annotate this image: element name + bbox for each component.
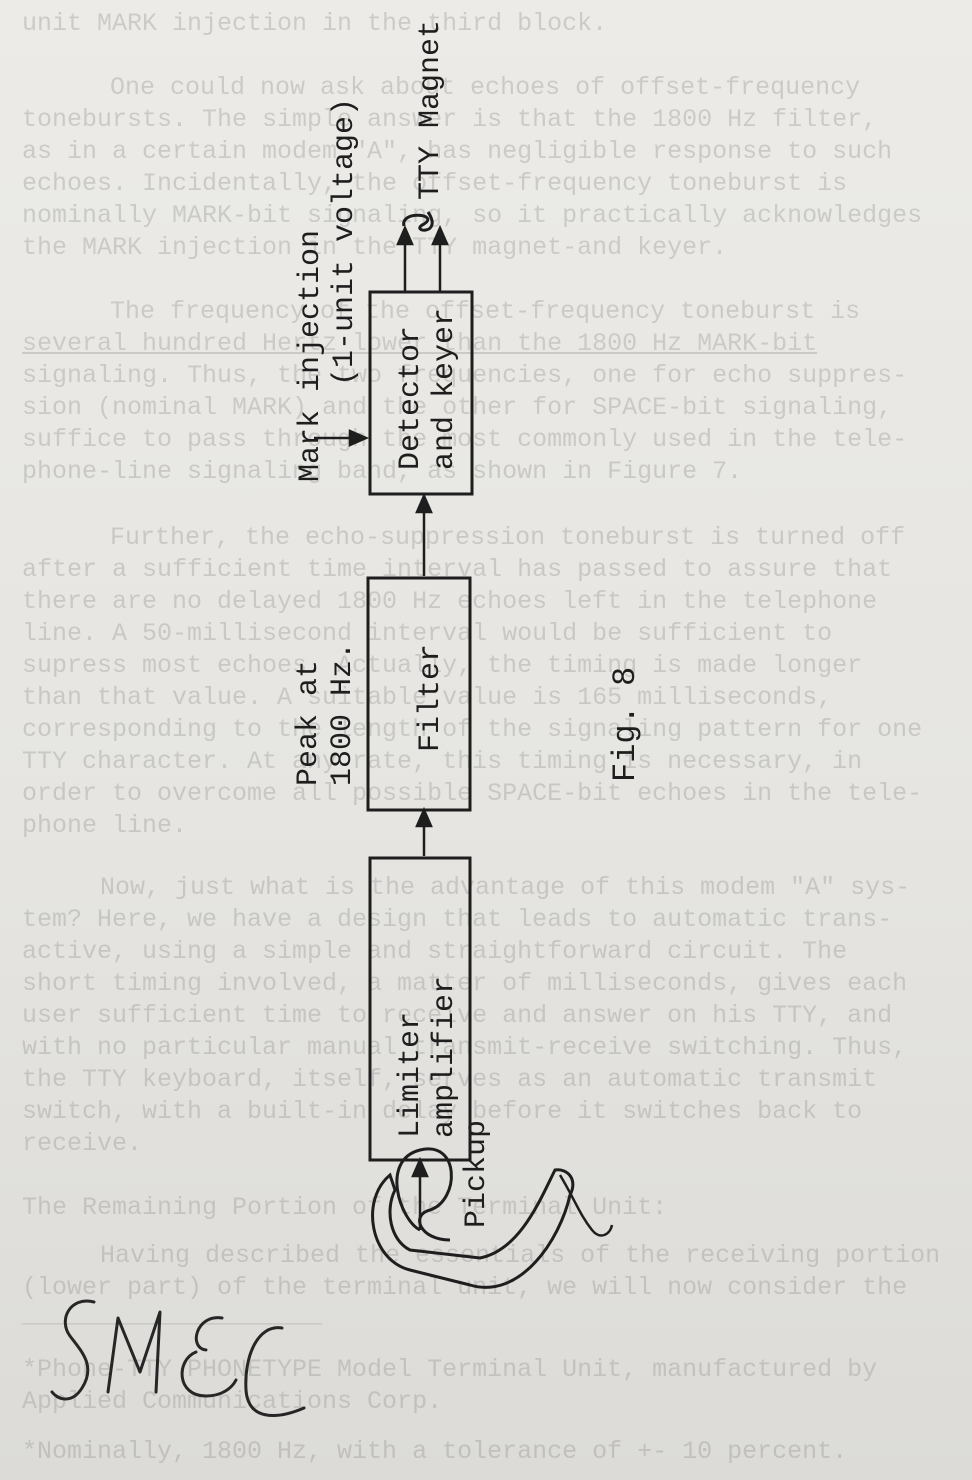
amplifier-label-group: amplifier — [428, 976, 462, 1138]
mark-injection-label-group-2: (1-unit voltage) — [328, 98, 362, 386]
filter-label: Filter — [414, 644, 448, 752]
pickup-label: Pickup — [460, 1120, 494, 1228]
tty-magnet-label: TTY Magnet — [414, 20, 448, 200]
detector-label-group: Detector — [394, 326, 428, 470]
peak-label-group-2: 1800 Hz. — [326, 642, 360, 786]
limiter-label-line2: amplifier — [428, 976, 462, 1138]
detector-label-line1: Detector — [394, 326, 428, 470]
fig-label-group: Fig. 8 — [607, 667, 644, 782]
tty-magnet-label-group: TTY Magnet — [414, 20, 448, 200]
pickup-coil-icon — [397, 1149, 451, 1240]
peak-label-line2: 1800 Hz. — [326, 642, 360, 786]
pickup-label-group: Pickup — [460, 1120, 494, 1228]
mark-injection-label-line1: Mark injection — [294, 230, 328, 482]
limiter-label-group: Limiter — [394, 1012, 428, 1138]
detector-label-line2: and keyer — [428, 308, 462, 470]
peak-label-group: Peak at — [292, 660, 326, 786]
figure-caption: Fig. 8 — [607, 667, 644, 782]
mark-injection-label-group: Mark injection — [294, 230, 328, 482]
keyer-label-group: and keyer — [428, 308, 462, 470]
mark-injection-label-line2: (1-unit voltage) — [328, 98, 362, 386]
tty-magnet-coil-icon — [404, 212, 432, 230]
limiter-label-line1: Limiter — [394, 1012, 428, 1138]
filter-label-group: Filter — [414, 644, 448, 752]
handwritten-signature — [52, 1301, 304, 1415]
peak-label-line1: Peak at — [292, 660, 326, 786]
